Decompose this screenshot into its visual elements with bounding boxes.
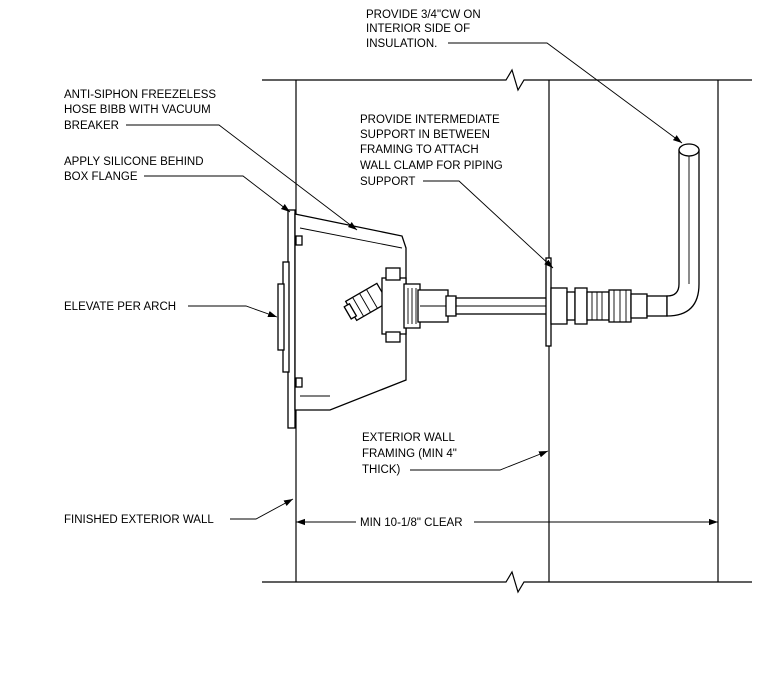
label-support-line-3: FRAMING TO ATTACH — [360, 144, 479, 156]
wall-clamp — [545, 257, 552, 347]
leader-framing — [410, 450, 549, 471]
label-dimension: MIN 10-1/8" CLEAR — [360, 517, 463, 529]
label-silicone-line-1: APPLY SILICONE BEHIND — [64, 156, 204, 168]
label-framing-line-3: THICK) — [362, 464, 401, 476]
leader-hose-bibb — [126, 124, 358, 231]
top-break-line — [262, 68, 752, 92]
bottom-break-line — [262, 570, 752, 594]
leader-elevate — [188, 305, 278, 318]
leader-cw — [448, 42, 683, 144]
label-framing-line-1: EXTERIOR WALL — [362, 432, 455, 444]
supply-pipe — [455, 143, 700, 347]
label-support-line-2: SUPPORT IN BETWEEN — [360, 129, 490, 141]
faucet-assembly — [343, 267, 457, 343]
label-support-line-5: SUPPORT — [360, 176, 415, 188]
label-hose-bibb-line-3: BREAKER — [64, 120, 119, 132]
label-framing-line-2: FRAMING (MIN 4" — [362, 448, 457, 460]
leader-support — [423, 180, 554, 269]
label-support-line-1: PROVIDE INTERMEDIATE — [360, 114, 500, 126]
label-support-line-4: WALL CLAMP FOR PIPING — [360, 160, 503, 172]
label-cw-line-3: INSULATION. — [366, 38, 437, 50]
leader-silicone — [144, 175, 291, 213]
annotation-labels: PROVIDE 3/4"CW ON INTERIOR SIDE OF INSUL… — [64, 9, 503, 529]
leader-lines — [126, 42, 683, 520]
label-elevate: ELEVATE PER ARCH — [64, 301, 176, 313]
label-hose-bibb-line-1: ANTI-SIPHON FREEZELESS — [64, 89, 216, 101]
label-cw-line-1: PROVIDE 3/4"CW ON — [366, 9, 481, 21]
label-silicone-line-2: BOX FLANGE — [64, 171, 138, 183]
leader-finished-wall — [230, 498, 294, 520]
label-finished-wall: FINISHED EXTERIOR WALL — [64, 514, 214, 526]
box-face-inner — [277, 283, 285, 351]
label-cw-line-2: INTERIOR SIDE OF — [366, 23, 470, 35]
label-hose-bibb-line-2: HOSE BIBB WITH VACUUM — [64, 104, 211, 116]
pipe-elbow — [666, 149, 700, 317]
